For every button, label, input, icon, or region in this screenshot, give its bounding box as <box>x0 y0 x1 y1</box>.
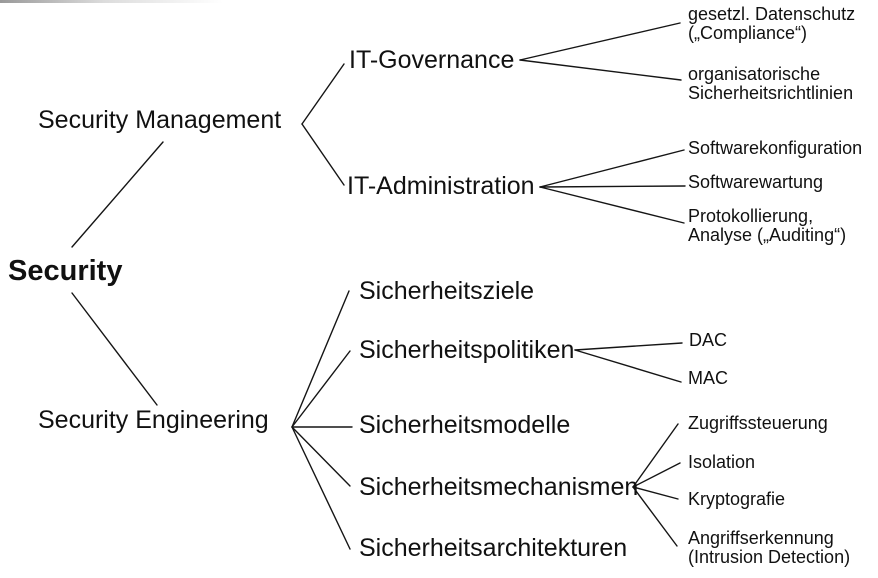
node-mac: MAC <box>688 368 728 388</box>
node-gesetzl-datenschutz: gesetzl. Datenschutz („Compliance“) <box>688 4 856 43</box>
edge-engineering-mechanismen <box>291 426 351 487</box>
node-org-richtlinien: organisatorische Sicherheitsrichtlinien <box>688 64 854 103</box>
node-dac: DAC <box>689 330 728 350</box>
edge-management-administration <box>301 123 345 186</box>
node-kryptografie: Kryptografie <box>688 489 786 509</box>
edge-politiken-mac <box>574 349 682 383</box>
edge-governance-datenschutz <box>519 22 681 61</box>
node-sicherheitsmechanismen: Sicherheitsmechanismen <box>359 473 639 501</box>
node-security: Security <box>8 255 123 287</box>
edge-admin-konfiguration <box>539 149 685 188</box>
edge-management-governance <box>301 63 345 125</box>
edge-mechanismen-kryptografie <box>632 486 679 500</box>
node-it-administration: IT-Administration <box>347 172 535 200</box>
edge-admin-wartung <box>539 185 686 188</box>
node-isolation: Isolation <box>688 452 756 472</box>
node-softwarewartung: Softwarewartung <box>688 172 824 192</box>
edge-governance-richtlinien <box>519 59 682 81</box>
node-zugriffssteuerung: Zugriffssteuerung <box>688 413 828 433</box>
edge-security-engineering <box>71 292 158 406</box>
edge-politiken-dac <box>574 342 683 351</box>
node-sicherheitspolitiken: Sicherheitspolitiken <box>359 336 575 364</box>
node-sicherheitsmodelle: Sicherheitsmodelle <box>359 411 571 439</box>
top-edge-artifact <box>0 0 232 3</box>
node-security-engineering: Security Engineering <box>38 406 269 434</box>
node-sicherheitsarchitekturen: Sicherheitsarchitekturen <box>359 534 628 562</box>
node-it-governance: IT-Governance <box>349 46 515 74</box>
node-protokollierung: Protokollierung, Analyse („Auditing“) <box>688 206 847 245</box>
edge-engineering-architekturen <box>291 426 351 550</box>
edge-admin-protokollierung <box>539 186 685 224</box>
node-angriffserkennung: Angriffserkennung (Intrusion Detection) <box>688 528 851 567</box>
node-security-management: Security Management <box>38 106 282 134</box>
edge-security-management <box>71 141 164 248</box>
edge-mechanismen-isolation <box>632 462 681 488</box>
edge-engineering-politiken <box>291 350 351 428</box>
edge-engineering-ziele <box>291 290 350 428</box>
edge-mechanismen-zugriff <box>632 423 679 488</box>
edge-mechanismen-angriff <box>632 486 678 547</box>
node-softwarekonfiguration: Softwarekonfiguration <box>688 138 863 158</box>
node-sicherheitsziele: Sicherheitsziele <box>359 277 535 305</box>
